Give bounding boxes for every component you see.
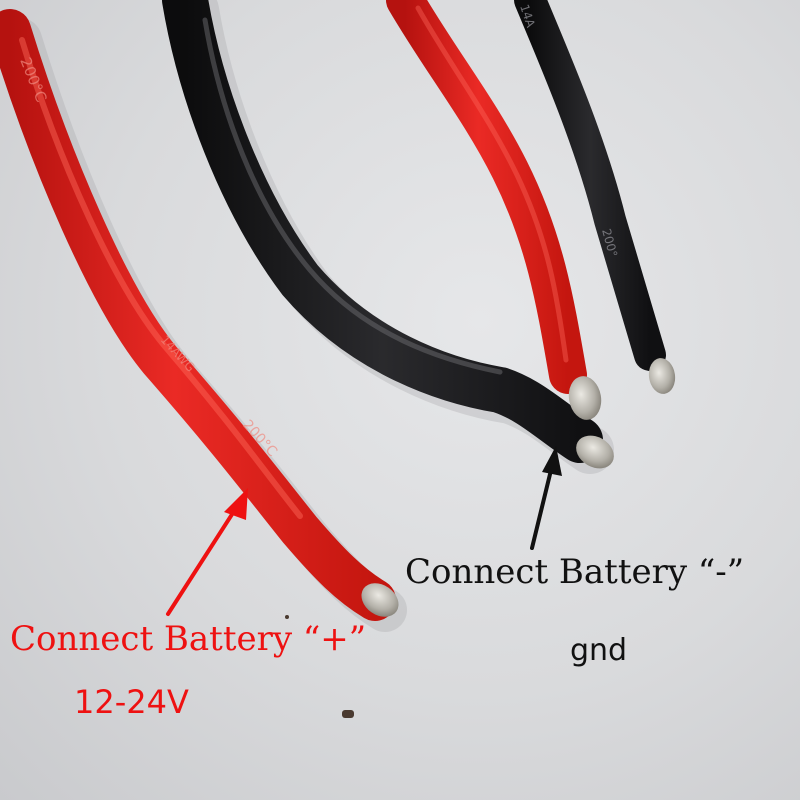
red-arrow-icon xyxy=(166,488,248,616)
negative-battery-label: Connect Battery “-” xyxy=(405,552,745,592)
red-wire-left-highlight xyxy=(19,37,303,519)
positive-battery-label: Connect Battery “+” xyxy=(10,619,367,659)
voltage-label: 12-24V xyxy=(74,683,189,721)
ground-label: gnd xyxy=(570,633,628,668)
copper-ends xyxy=(361,358,676,617)
red-wire-left xyxy=(0,9,396,621)
black-arrow-icon xyxy=(530,446,562,550)
red-wire-right-highlight xyxy=(415,5,569,363)
black-wire-right xyxy=(514,0,666,371)
black-wire-middle xyxy=(162,0,603,463)
black-wire-highlight xyxy=(202,17,503,375)
red-wire-right xyxy=(386,0,587,394)
surface-specks xyxy=(285,615,354,718)
